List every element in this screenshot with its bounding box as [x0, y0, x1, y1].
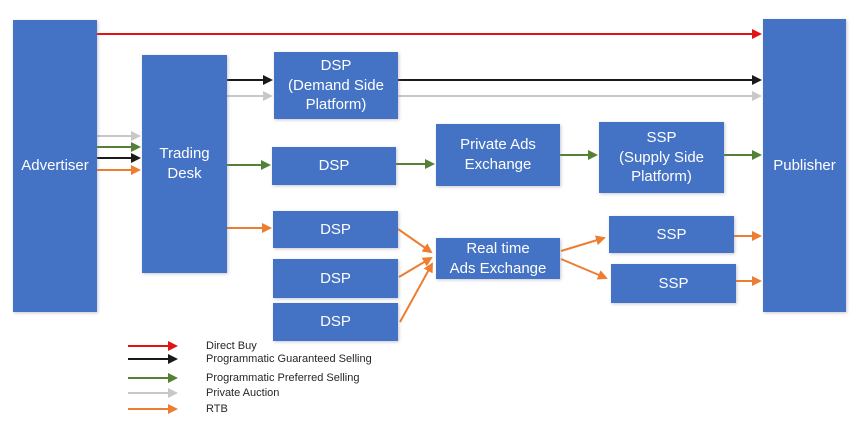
node-ssp-supply-label: SSP (Supply Side Platform) — [618, 128, 705, 186]
legend-label: Private Auction — [206, 387, 280, 399]
edge-dsp_b-to-rt_exchange — [398, 256, 433, 278]
node-dsp-rtb-1: DSP — [273, 211, 398, 248]
node-realtime-ads-exchange: Real time Ads Exchange — [436, 238, 560, 279]
node-ssp-rtb-1: SSP — [609, 216, 734, 253]
legend-arrow-green-icon — [128, 373, 178, 383]
legend-label: Programmatic Preferred Selling — [206, 372, 360, 384]
legend-label: RTB — [206, 403, 228, 415]
node-trading-desk-label: Trading Desk — [159, 145, 210, 182]
node-ssp-1-label: SSP — [656, 225, 687, 243]
node-dsp-preferred: DSP — [272, 147, 396, 185]
node-ssp-rtb-2: SSP — [611, 264, 736, 303]
legend-arrow-orange-icon — [128, 404, 178, 414]
legend-label: Direct Buy — [206, 340, 257, 352]
node-dsp-b-label: DSP — [320, 269, 351, 287]
node-dsp-c-label: DSP — [320, 313, 351, 331]
node-dsp-demand-label: DSP (Demand Side Platform) — [288, 56, 384, 114]
edge-rt_exchange-to-ssp_1 — [560, 235, 606, 252]
node-dsp-rtb-3: DSP — [273, 303, 398, 341]
legend-arrow-red-icon — [128, 341, 178, 351]
node-ssp-2-label: SSP — [658, 274, 689, 292]
legend-label: Programmatic Guaranteed Selling — [206, 353, 372, 365]
node-advertiser: Advertiser — [13, 20, 97, 312]
node-trading-desk: Trading Desk — [142, 55, 227, 273]
node-dsp-demand-side: DSP (Demand Side Platform) — [274, 52, 398, 119]
node-dsp-rtb-2: DSP — [273, 259, 398, 298]
node-advertiser-label: Advertiser — [21, 157, 89, 175]
node-publisher: Publisher — [763, 19, 846, 312]
node-rt-exchange-label: Real time Ads Exchange — [449, 239, 547, 277]
edge-dsp_a-to-rt_exchange — [397, 228, 433, 254]
edge-dsp_c-to-rt_exchange — [399, 262, 433, 323]
node-ssp-supply-side: SSP (Supply Side Platform) — [599, 122, 724, 193]
node-private-exchange-label: Private Ads Exchange — [460, 136, 536, 173]
legend-arrow-black-icon — [128, 354, 178, 364]
node-dsp-mid-label: DSP — [318, 157, 350, 175]
legend-arrow-gray-icon — [128, 388, 178, 398]
node-publisher-label: Publisher — [773, 156, 836, 174]
node-dsp-a-label: DSP — [320, 220, 351, 238]
edge-rt_exchange-to-ssp_2 — [560, 258, 608, 280]
node-private-ads-exchange: Private Ads Exchange — [436, 124, 560, 186]
